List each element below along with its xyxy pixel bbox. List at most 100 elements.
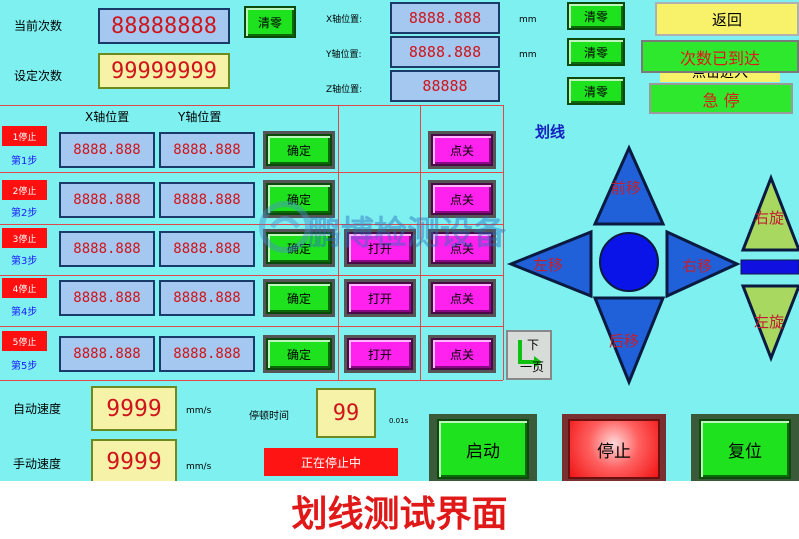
x-pos-unit: mm (519, 15, 537, 25)
step5-confirm-frame (263, 335, 335, 373)
step4-confirm-button[interactable]: 确定 (266, 282, 332, 314)
manual-speed-value: 9999 (106, 448, 162, 475)
step3-close-frame (428, 229, 496, 267)
step3-open-button[interactable]: 打开 (347, 232, 413, 264)
step4-open-button[interactable]: 打开 (347, 282, 413, 314)
y-header: Y轴位置 (178, 110, 222, 124)
right-arrow-icon[interactable] (665, 229, 741, 299)
clear-y-button[interactable]: 清零 (567, 38, 625, 66)
reset-button[interactable]: 复位 (699, 419, 791, 479)
z-pos-label: Z轴位置: (326, 85, 363, 95)
right-label: 右移 (682, 257, 713, 275)
step1-close-button[interactable]: 点关 (431, 134, 493, 166)
step5-confirm-button[interactable]: 确定 (266, 338, 332, 370)
forward-arrow-icon[interactable] (592, 144, 666, 226)
step5-close-frame (428, 335, 496, 373)
step4-x-input[interactable]: 8888.888 (59, 280, 155, 316)
clear-count-button[interactable]: 清零 (244, 6, 296, 38)
grid-line (503, 105, 504, 380)
step4-confirm-frame (263, 279, 335, 317)
jog-pad (506, 144, 799, 386)
z-pos-value: 88888 (422, 77, 468, 95)
step4-open-frame (344, 279, 416, 317)
step3-stop-label: 3停止 (12, 234, 37, 245)
step2-close-label: 点关 (449, 192, 474, 207)
step1-x-value: 8888.888 (73, 142, 141, 158)
step2-y-input[interactable]: 8888.888 (159, 182, 255, 218)
rotate-right-label: 右旋 (754, 209, 785, 227)
step5-stop-tag: 5停止 (2, 331, 47, 351)
step5-x-value: 8888.888 (73, 346, 141, 362)
back-arrow-icon[interactable] (592, 296, 666, 386)
rotate-left-arrow-icon[interactable] (740, 284, 799, 363)
start-button[interactable]: 启动 (437, 419, 529, 479)
estop-label: 急 停 (702, 90, 740, 110)
manual-speed-unit: mm/s (186, 462, 212, 472)
grid-line (420, 105, 421, 380)
step5-open-button[interactable]: 打开 (347, 338, 413, 370)
step1-confirm-label: 确定 (286, 143, 311, 158)
y-pos-unit: mm (519, 50, 537, 60)
step2-confirm-button[interactable]: 确定 (266, 183, 332, 215)
clear-x-button[interactable]: 清零 (567, 2, 625, 30)
step3-x-value: 8888.888 (73, 241, 141, 257)
next-page-line2: 一页 (520, 360, 545, 374)
step2-stop-label: 2停止 (12, 186, 37, 197)
step4-x-value: 8888.888 (73, 290, 141, 306)
left-label: 左移 (533, 256, 564, 274)
x-pos-value: 8888.888 (408, 9, 482, 27)
rotate-left-label: 左旋 (754, 313, 785, 331)
return-button[interactable]: 返回 (655, 2, 799, 36)
dwell-time-input[interactable]: 99 (316, 388, 376, 438)
auto-speed-value: 9999 (106, 395, 162, 422)
step3-confirm-button[interactable]: 确定 (266, 232, 332, 264)
auto-speed-label: 自动速度 (13, 402, 62, 416)
step3-open-label: 打开 (367, 241, 392, 256)
manual-speed-input[interactable]: 9999 (91, 439, 177, 481)
auto-speed-input[interactable]: 9999 (91, 386, 177, 431)
step4-close-label: 点关 (449, 291, 474, 306)
dwell-time-unit: 0.01s (389, 417, 409, 425)
step5-open-label: 打开 (367, 347, 392, 362)
set-count-label: 设定次数 (14, 69, 63, 83)
return-label: 返回 (711, 10, 742, 29)
grid-line (0, 172, 503, 173)
left-arrow-icon[interactable] (506, 229, 593, 299)
clear-z-button[interactable]: 清零 (567, 77, 625, 105)
grid-line (0, 224, 503, 225)
step5-close-label: 点关 (449, 347, 474, 362)
step1-stop-label: 1停止 (12, 132, 37, 143)
step2-close-button[interactable]: 点关 (431, 183, 493, 215)
grid-line (0, 105, 503, 106)
step3-y-input[interactable]: 8888.888 (159, 231, 255, 267)
step5-close-button[interactable]: 点关 (431, 338, 493, 370)
step4-close-button[interactable]: 点关 (431, 282, 493, 314)
count-reached-indicator: 次数已到达 (641, 40, 799, 73)
stop-button[interactable]: 停止 (568, 419, 660, 479)
x-header: X轴位置 (85, 110, 130, 124)
stop-label: 停止 (597, 441, 631, 462)
next-page-button[interactable]: 下 一页 (506, 330, 552, 380)
step3-x-input[interactable]: 8888.888 (59, 231, 155, 267)
step4-open-label: 打开 (367, 291, 392, 306)
estop-indicator: 急 停 (649, 83, 793, 114)
step3-close-button[interactable]: 点关 (431, 232, 493, 264)
jog-title: 划线 (535, 123, 566, 141)
step5-confirm-label: 确定 (286, 347, 311, 362)
step3-label: 第3步 (11, 256, 38, 267)
step1-close-label: 点关 (449, 143, 474, 158)
step5-x-input[interactable]: 8888.888 (59, 336, 155, 372)
step1-y-input[interactable]: 8888.888 (159, 132, 255, 168)
set-count-input[interactable]: 99999999 (98, 53, 230, 89)
step1-x-input[interactable]: 8888.888 (59, 132, 155, 168)
rotate-right-arrow-icon[interactable] (740, 173, 799, 252)
step1-confirm-button[interactable]: 确定 (266, 134, 332, 166)
step5-y-input[interactable]: 8888.888 (159, 336, 255, 372)
step4-y-input[interactable]: 8888.888 (159, 280, 255, 316)
center-stop-icon[interactable] (599, 232, 659, 292)
current-count-value: 88888888 (111, 13, 217, 39)
caption-text: 划线测试界面 (291, 493, 508, 535)
step2-x-input[interactable]: 8888.888 (59, 182, 155, 218)
dwell-time-label: 停顿时间 (249, 411, 289, 422)
y-pos-value: 8888.888 (408, 43, 482, 61)
